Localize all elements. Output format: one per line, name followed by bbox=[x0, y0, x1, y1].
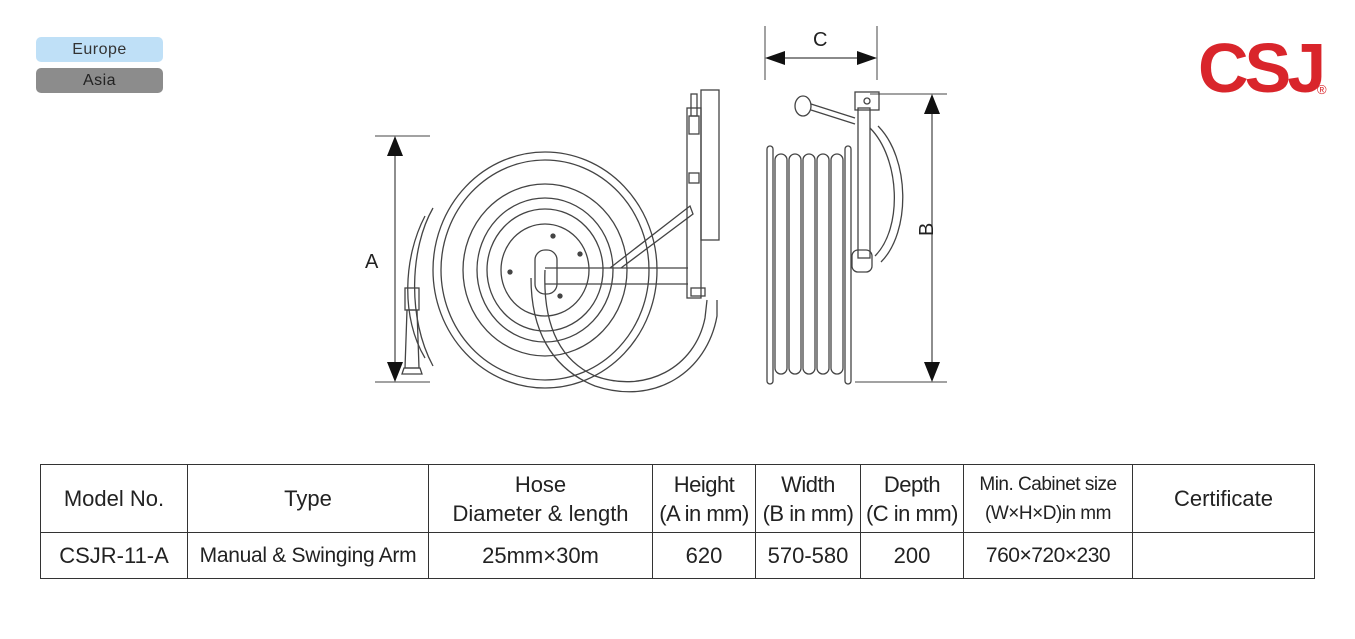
dim-b-label: B bbox=[916, 223, 938, 236]
dim-a-label: A bbox=[365, 251, 379, 273]
cell-certificate bbox=[1132, 532, 1315, 579]
dim-c-label: C bbox=[813, 29, 827, 51]
header-cabinet-size: Min. Cabinet size (W×H×D)in mm bbox=[963, 464, 1133, 533]
logo-text: CSJ bbox=[1198, 29, 1322, 98]
cell-depth: 200 bbox=[860, 532, 964, 579]
cell-width: 570-580 bbox=[755, 532, 861, 579]
header-width: Width (B in mm) bbox=[755, 464, 861, 533]
tab-asia[interactable]: Asia bbox=[36, 68, 163, 93]
region-tabs: Europe Asia bbox=[36, 37, 163, 99]
front-view: A bbox=[365, 89, 720, 393]
cell-height: 620 bbox=[652, 532, 756, 579]
table-row: CSJR-11-A Manual & Swinging Arm 25mm×30m… bbox=[40, 532, 1315, 579]
side-view: C B bbox=[764, 26, 947, 385]
registered-mark: ® bbox=[1317, 82, 1327, 97]
header-hose: Hose Diameter & length bbox=[428, 464, 653, 533]
header-certificate: Certificate bbox=[1132, 464, 1315, 533]
header-height: Height (A in mm) bbox=[652, 464, 756, 533]
header-depth: Depth (C in mm) bbox=[860, 464, 964, 533]
cell-model-no: CSJR-11-A bbox=[40, 532, 188, 579]
cell-type: Manual & Swinging Arm bbox=[187, 532, 429, 579]
header-model-no: Model No. bbox=[40, 464, 188, 533]
table-header-row: Model No. Type Hose Diameter & length He… bbox=[40, 464, 1315, 533]
tab-europe[interactable]: Europe bbox=[36, 37, 163, 62]
hose-reel-drawing: A bbox=[355, 18, 975, 398]
cell-cabinet-size: 760×720×230 bbox=[963, 532, 1133, 579]
spec-table: Model No. Type Hose Diameter & length He… bbox=[40, 464, 1315, 579]
csj-logo: CSJ ® bbox=[1198, 29, 1327, 98]
header-type: Type bbox=[187, 464, 429, 533]
cell-hose: 25mm×30m bbox=[428, 532, 653, 579]
